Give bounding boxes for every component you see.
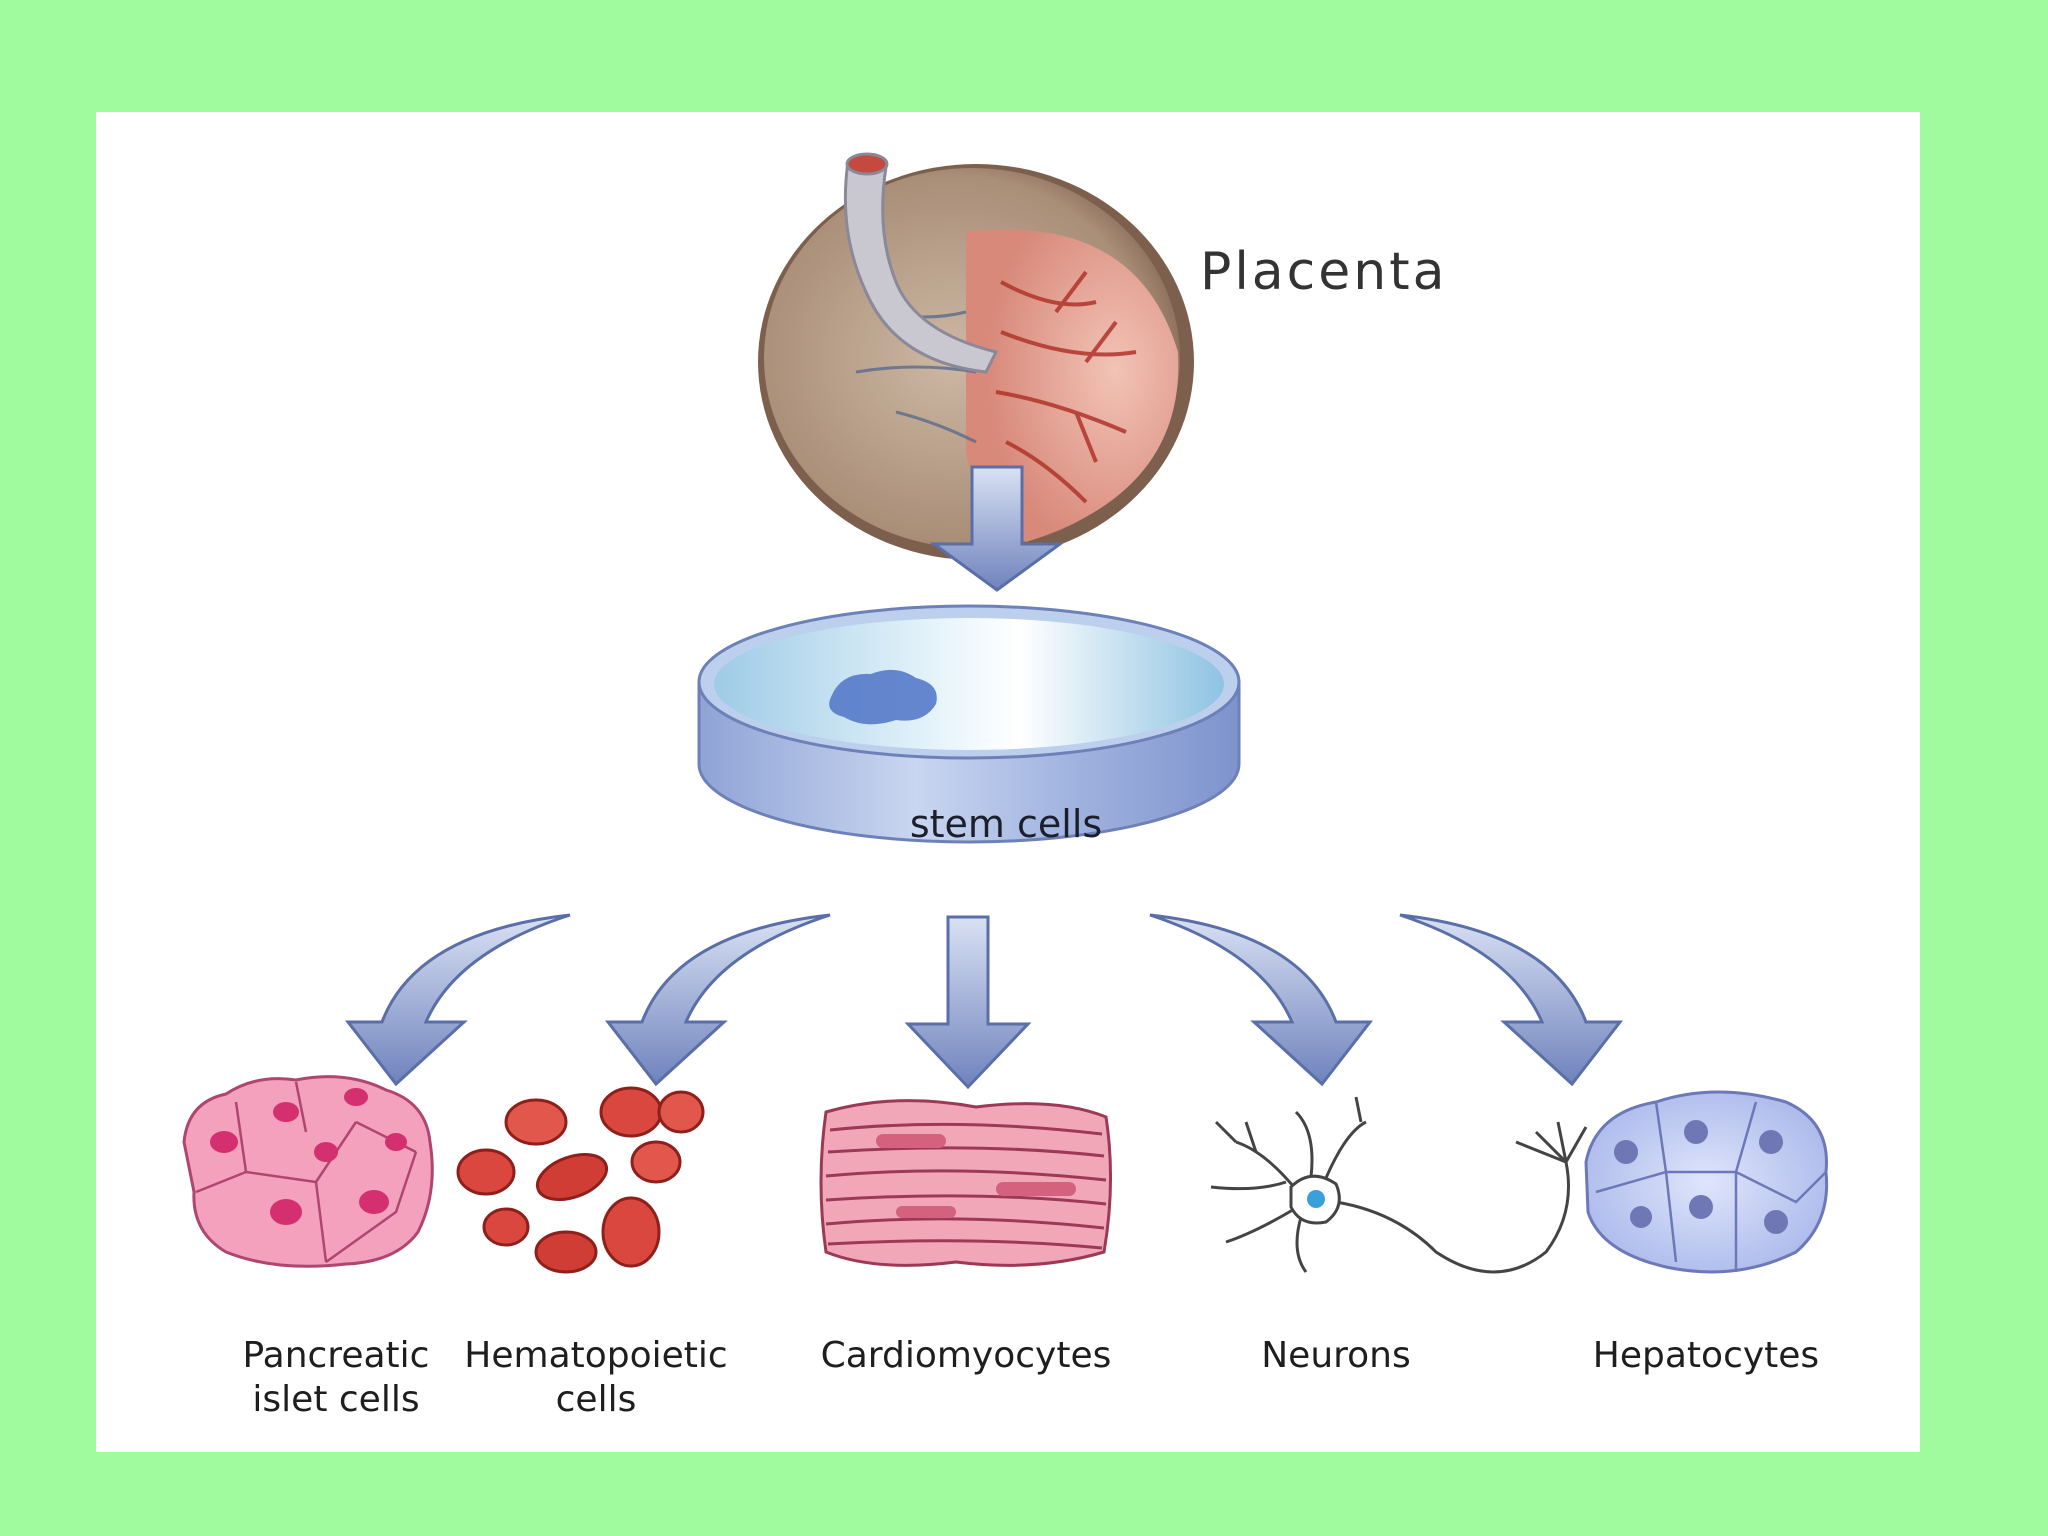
pancreatic-label-line1: Pancreatic bbox=[242, 1335, 430, 1376]
hematopoietic-label-line1: Hematopoietic bbox=[464, 1335, 728, 1376]
arrow-to-hematopoietic bbox=[604, 913, 831, 1087]
diagram-panel: Placenta stem cells Pancreatic islet cel… bbox=[96, 112, 1920, 1452]
cell-colony bbox=[829, 669, 937, 725]
placenta-label: Placenta bbox=[1200, 242, 1448, 302]
diagram-canvas bbox=[182, 152, 1829, 1274]
arrow-to-neurons bbox=[1149, 913, 1374, 1087]
stem-cells-label: stem cells bbox=[909, 802, 1103, 846]
hepatocytes-label: Hepatocytes bbox=[1556, 1334, 1856, 1378]
cardiomyocytes-label: Cardiomyocytes bbox=[806, 1334, 1126, 1378]
petri-dish bbox=[697, 604, 1241, 844]
pancreatic-cells-illustration bbox=[182, 1075, 434, 1268]
arrow-to-pancreatic bbox=[344, 913, 571, 1087]
neuron-illustration bbox=[1210, 1096, 1588, 1274]
arrow-to-cardiomyocytes bbox=[904, 915, 1032, 1090]
cardiomyocytes-label-line1: Cardiomyocytes bbox=[820, 1335, 1112, 1376]
arrow-to-hepatocytes bbox=[1399, 913, 1624, 1087]
placenta-illustration bbox=[758, 152, 1194, 560]
neurons-label-line1: Neurons bbox=[1261, 1335, 1411, 1376]
blood-cells-illustration bbox=[456, 1086, 705, 1274]
arrow-placenta-to-dish bbox=[929, 465, 1065, 592]
hepatocytes-illustration bbox=[1584, 1090, 1829, 1274]
cardiomyocytes-illustration bbox=[819, 1099, 1113, 1267]
hematopoietic-label-line2: cells bbox=[555, 1379, 637, 1420]
differentiation-arrows bbox=[344, 913, 1624, 1090]
hematopoietic-cells-label: Hematopoietic cells bbox=[446, 1334, 746, 1422]
pancreatic-cells-label: Pancreatic islet cells bbox=[186, 1334, 486, 1422]
neurons-label: Neurons bbox=[1206, 1334, 1466, 1378]
pancreatic-label-line2: islet cells bbox=[252, 1379, 420, 1420]
hepatocytes-label-line1: Hepatocytes bbox=[1592, 1335, 1820, 1376]
